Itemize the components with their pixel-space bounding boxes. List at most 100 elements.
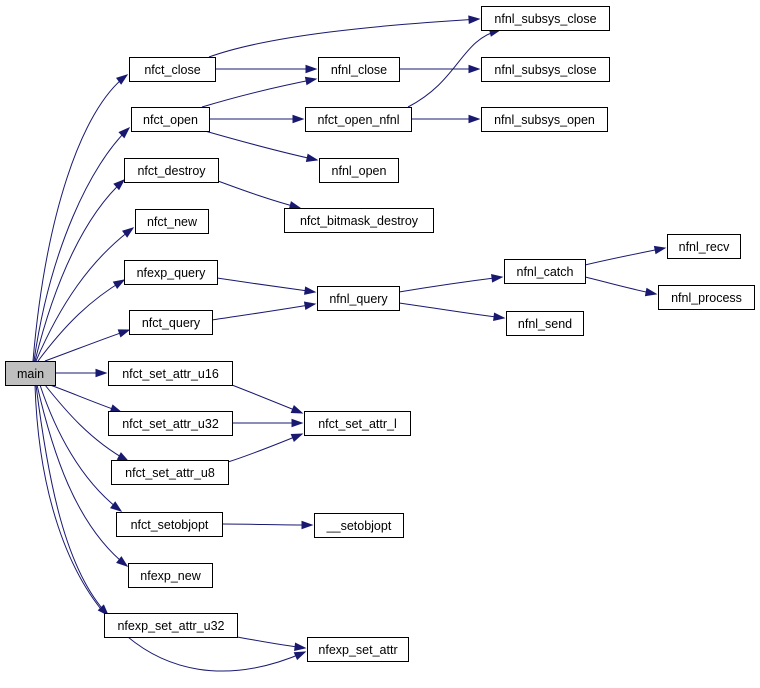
- edge-nfct_open-to-nfct_open_nfnl: [208, 114, 305, 124]
- node-nfct-setobjopt[interactable]: nfct_setobjopt: [116, 512, 223, 537]
- node-label: main: [17, 367, 44, 381]
- node-nfnl-query[interactable]: nfnl_query: [317, 286, 400, 311]
- node-nfnl-close[interactable]: nfnl_close: [318, 57, 400, 82]
- node-nfnl-send[interactable]: nfnl_send: [506, 311, 584, 336]
- node-box: [314, 513, 404, 538]
- node-box: [481, 107, 608, 132]
- node-box: [317, 286, 400, 311]
- edge-nfct_setobjopt-to-setobjopt: [221, 520, 314, 530]
- node-box: [124, 260, 218, 285]
- edge-main-to-nfct_open: [33, 126, 131, 362]
- node-box: [111, 460, 229, 485]
- node-box: [5, 361, 56, 386]
- edge-main-to-nfct_destroy: [34, 179, 126, 362]
- node-box: [319, 158, 399, 183]
- node-nfexp-set-attr-u32[interactable]: nfexp_set_attr_u32: [104, 613, 238, 638]
- edge-nfct_open-to-nfnl_open: [204, 130, 319, 162]
- node-box: [124, 158, 219, 183]
- edge-nfct_set_attr_u8-to-nfct_set_attr_l: [227, 433, 304, 463]
- node-label: nfnl_close: [331, 63, 387, 77]
- node-label: nfexp_set_attr: [318, 643, 397, 657]
- edge-nfct_close-to-nfnl_subsys_close_top: [208, 15, 481, 58]
- edge-nfexp_set_attr_u32-to-nfexp_set_attr: [236, 636, 307, 652]
- node-nfnl-subsys-close[interactable]: nfnl_subsys_close: [481, 57, 610, 82]
- edge-main-to-nfct_new: [35, 227, 135, 362]
- edge-main-to-nfct_close: [32, 74, 129, 362]
- node-label: nfct_set_attr_u32: [122, 417, 219, 431]
- node-nfnl-recv[interactable]: nfnl_recv: [667, 234, 741, 259]
- node-box: [667, 234, 741, 259]
- node-label: __setobjopt: [326, 519, 392, 533]
- node-label: nfct_set_attr_u8: [125, 466, 215, 480]
- node-nfct-set-attr-u32[interactable]: nfct_set_attr_u32: [108, 411, 233, 436]
- edge-nfct_destroy-to-nfct_bitmask_destroy: [217, 180, 302, 210]
- node-nfct-close[interactable]: nfct_close: [129, 57, 216, 82]
- edge-main-to-nfct_set_attr_u16: [55, 368, 108, 378]
- node-label: nfnl_open: [332, 164, 387, 178]
- edge-nfnl_close-to-nfnl_subsys_close: [399, 64, 481, 74]
- node-nfexp-set-attr[interactable]: nfexp_set_attr: [307, 637, 409, 662]
- node-label: nfct_set_attr_l: [318, 417, 397, 431]
- edge-nfexp_query-to-nfnl_query: [216, 277, 317, 295]
- node-label: nfct_close: [144, 63, 200, 77]
- node-label: nfexp_query: [137, 266, 207, 280]
- node-nfexp-query[interactable]: nfexp_query: [124, 260, 218, 285]
- node-label: nfct_set_attr_u16: [122, 367, 219, 381]
- edge-nfct_set_attr_u32-to-nfct_set_attr_l: [232, 418, 304, 428]
- node-box: [658, 285, 755, 310]
- node-label: nfnl_process: [671, 291, 742, 305]
- node-nfnl-open[interactable]: nfnl_open: [319, 158, 399, 183]
- node-setobjopt[interactable]: __setobjopt: [314, 513, 404, 538]
- node-nfct-set-attr-u8[interactable]: nfct_set_attr_u8: [111, 460, 229, 485]
- edge-nfnl_catch-to-nfnl_process: [584, 276, 658, 297]
- edge-nfct_set_attr_u16-to-nfct_set_attr_l: [231, 384, 304, 414]
- node-label: nfnl_query: [329, 292, 388, 306]
- node-label: nfnl_catch: [517, 265, 574, 279]
- node-box: [318, 57, 400, 82]
- edge-nfct_query-to-nfnl_query: [211, 301, 317, 321]
- node-box: [135, 209, 209, 234]
- edge-main-to-nfexp_set_attr_u32: [35, 384, 110, 617]
- node-label: nfct_open: [143, 113, 198, 127]
- node-box: [481, 57, 610, 82]
- node-nfct-open-nfnl[interactable]: nfct_open_nfnl: [305, 107, 412, 132]
- node-box: [304, 411, 411, 436]
- node-main[interactable]: main: [5, 361, 56, 386]
- node-nfnl-subsys-open[interactable]: nfnl_subsys_open: [481, 107, 608, 132]
- node-nfnl-catch[interactable]: nfnl_catch: [504, 259, 586, 284]
- node-box: [129, 57, 216, 82]
- function-nodes: main nfct_close nfct_open nfct_destroy nfct_…: [5, 6, 755, 662]
- edge-nfct_open-to-nfnl_close: [201, 76, 318, 108]
- node-nfexp-new[interactable]: nfexp_new: [128, 563, 213, 588]
- node-box: [305, 107, 412, 132]
- node-nfct-query[interactable]: nfct_query: [129, 310, 213, 335]
- edge-main-to-nfct_setobjopt: [39, 384, 123, 512]
- node-box: [128, 563, 213, 588]
- node-label: nfct_bitmask_destroy: [300, 214, 419, 228]
- edge-nfct_close-to-nfnl_close: [215, 64, 318, 74]
- node-box: [481, 6, 610, 31]
- node-box: [307, 637, 409, 662]
- node-box: [116, 512, 223, 537]
- edge-nfct_open_nfnl-to-nfnl_subsys_open: [410, 114, 481, 124]
- node-label: nfct_new: [147, 215, 198, 229]
- node-nfct-destroy[interactable]: nfct_destroy: [124, 158, 219, 183]
- node-box: [108, 411, 233, 436]
- node-label: nfct_destroy: [137, 164, 206, 178]
- node-nfct-bitmask-destroy[interactable]: nfct_bitmask_destroy: [284, 208, 434, 233]
- node-nfct-set-attr-l[interactable]: nfct_set_attr_l: [304, 411, 411, 436]
- node-nfnl-process[interactable]: nfnl_process: [658, 285, 755, 310]
- node-box: [104, 613, 238, 638]
- node-label: nfnl_subsys_close: [494, 12, 596, 26]
- node-label: nfnl_subsys_open: [494, 113, 595, 127]
- node-nfct-set-attr-u16[interactable]: nfct_set_attr_u16: [108, 361, 233, 386]
- node-box: [129, 310, 213, 335]
- edge-main-to-nfct_query: [44, 329, 131, 362]
- edge-nfnl_query-to-nfnl_send: [398, 302, 506, 322]
- node-label: nfexp_new: [140, 569, 201, 583]
- node-nfct-open[interactable]: nfct_open: [131, 107, 210, 132]
- node-nfct-new[interactable]: nfct_new: [135, 209, 209, 234]
- node-nfnl-subsys-close-top[interactable]: nfnl_subsys_close: [481, 6, 610, 31]
- node-label: nfct_setobjopt: [131, 518, 209, 532]
